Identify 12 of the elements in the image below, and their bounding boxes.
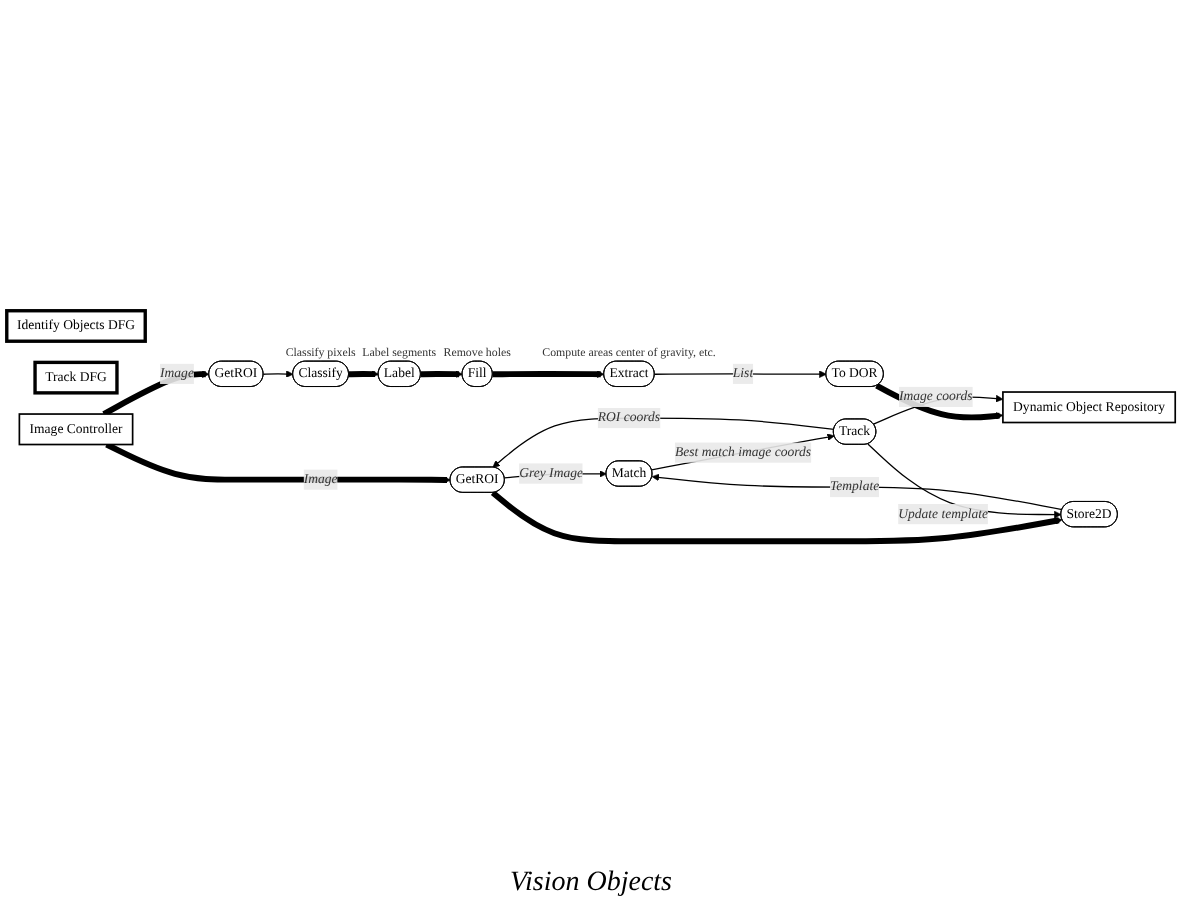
arrow <box>490 490 1063 545</box>
arrow <box>102 370 210 417</box>
arrow <box>492 370 605 378</box>
arrow <box>420 370 463 378</box>
arrow <box>654 370 827 378</box>
arrow <box>348 370 379 378</box>
arrow <box>651 473 1063 511</box>
note-text: Vision Objects <box>509 868 672 898</box>
arrow <box>105 441 451 484</box>
arrow <box>875 383 1004 421</box>
arrow <box>262 370 294 378</box>
arrow <box>492 417 835 468</box>
